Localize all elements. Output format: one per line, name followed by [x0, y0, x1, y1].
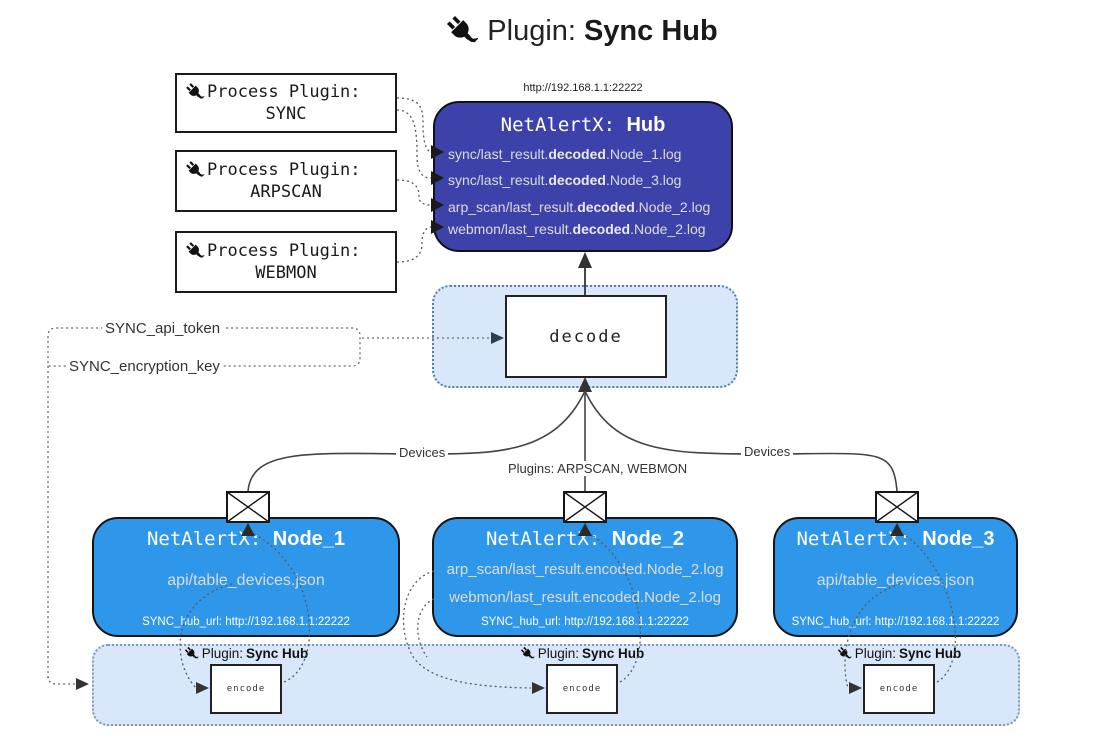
process-plugin-text: Process Plugin: — [207, 241, 361, 261]
node-file-line: webmon/last_result.encoded.Node_2.log — [449, 589, 721, 606]
plug-icon — [181, 156, 209, 184]
node-title: NetAlertX: Node_3 — [796, 528, 995, 550]
node-fan-connectors — [247, 390, 898, 492]
process-plugin-text: Process Plugin: — [207, 82, 361, 102]
plugins-center-label: Plugins: ARPSCAN, WEBMON — [505, 461, 691, 476]
process-plugin-label: Process Plugin: — [177, 241, 395, 261]
strip-plugin-label: Plugin: Sync Hub — [161, 646, 331, 661]
node-title: NetAlertX: Node_1 — [146, 528, 346, 550]
token-to-strip-arrowhead — [76, 678, 89, 690]
hub-title: NetAlertX: Hub — [435, 114, 731, 137]
process-plugin-label: Process Plugin: — [177, 160, 395, 180]
hub-title-bold: Hub — [626, 114, 666, 136]
hub-title-prefix: NetAlertX: — [500, 114, 627, 136]
node-hub-url: SYNC_hub_url: http://192.168.1.1:22222 — [791, 616, 1000, 628]
hub-log-line: sync/last_result.decoded.Node_3.log — [448, 172, 682, 188]
node-3-box: NetAlertX: Node_3 api/table_devices.json… — [773, 517, 1018, 637]
strip-plugin-label: Plugin: Sync Hub — [497, 646, 667, 661]
node-file-line: arp_scan/last_result.encoded.Node_2.log — [446, 561, 724, 578]
hub-box: NetAlertX: Hub sync/last_result.decoded.… — [433, 101, 733, 252]
devices-right-label: Devices — [741, 444, 794, 459]
encode-box: encode — [546, 664, 618, 714]
hub-log-line: arp_scan/last_result.decoded.Node_2.log — [448, 199, 711, 215]
plug-icon — [181, 237, 209, 265]
process-plugin-sync-box: Process Plugin: SYNC — [175, 73, 397, 133]
plug-icon — [181, 643, 202, 664]
node-hub-url: SYNC_hub_url: http://192.168.1.1:22222 — [481, 616, 689, 628]
plugin-to-hub-connectors — [396, 97, 432, 263]
plug-icon — [438, 7, 486, 55]
hub-log-line: sync/last_result.decoded.Node_1.log — [448, 146, 682, 162]
hub-url-label: http://192.168.1.1:22222 — [523, 82, 643, 94]
sync-encryption-key-label: SYNC_encryption_key — [66, 358, 223, 375]
process-plugin-webmon-box: Process Plugin: WEBMON — [175, 231, 397, 293]
devices-left-label: Devices — [396, 445, 449, 460]
process-plugin-name: ARPSCAN — [250, 182, 322, 202]
node-2-box: NetAlertX: Node_2 arp_scan/last_result.e… — [432, 517, 738, 637]
hub-log-line: webmon/last_result.decoded.Node_2.log — [448, 221, 706, 237]
node-file-line: api/table_devices.json — [167, 572, 325, 589]
process-plugin-text: Process Plugin: — [207, 160, 361, 180]
process-plugin-arpscan-box: Process Plugin: ARPSCAN — [175, 150, 397, 212]
plug-icon — [181, 78, 209, 106]
plug-icon — [834, 643, 855, 664]
encode-box: encode — [210, 664, 282, 714]
decode-box: decode — [505, 295, 667, 378]
title-bold: Sync Hub — [583, 14, 718, 47]
plug-icon — [517, 643, 538, 664]
title-prefix: Plugin: — [487, 14, 576, 47]
encode-box: encode — [863, 664, 935, 714]
page-title: Plugin: Sync Hub — [0, 14, 1117, 48]
node-title: NetAlertX: Node_2 — [485, 528, 685, 550]
node-1-box: NetAlertX: Node_1 api/table_devices.json… — [92, 517, 400, 637]
strip-plugin-label: Plugin: Sync Hub — [814, 646, 984, 661]
node-file-line: api/table_devices.json — [816, 572, 975, 589]
sync-api-token-label: SYNC_api_token — [102, 320, 224, 337]
process-plugin-name: WEBMON — [255, 263, 317, 283]
process-plugin-label: Process Plugin: — [177, 82, 395, 102]
node-hub-url: SYNC_hub_url: http://192.168.1.1:22222 — [142, 616, 350, 628]
process-plugin-name: SYNC — [265, 104, 307, 124]
